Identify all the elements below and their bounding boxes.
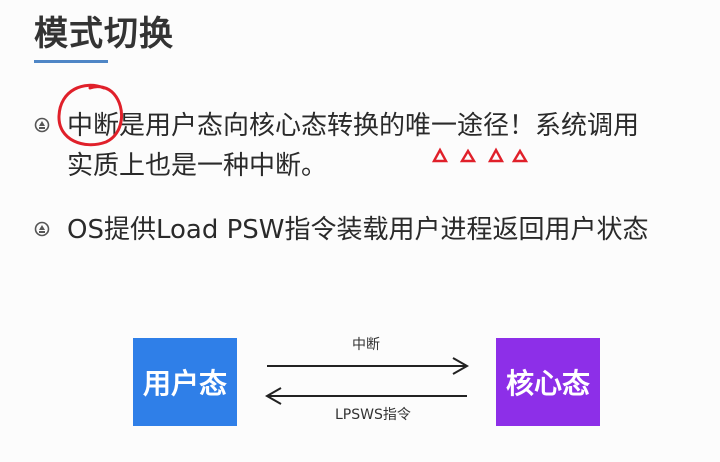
user-mode-box: 用户态 — [133, 338, 237, 426]
lpsw-arrow-label: LPSWS指令 — [335, 407, 411, 423]
red-circle-annotation — [57, 83, 124, 147]
bullet-2-line-1: OS提供Load PSW指令装载用户进程返回用户状态 — [67, 215, 649, 245]
slide-title: 模式切换 — [34, 14, 174, 54]
title-underline — [34, 60, 108, 63]
bullet-1-text: 是用户态向核心态转换的唯一途径！系统调用 — [119, 111, 640, 141]
bullet-1-line-2: 实质上也是一种中断。 — [67, 151, 328, 181]
kernel-mode-box: 核心态 — [496, 338, 600, 426]
bullet-icon — [34, 221, 50, 237]
bullet-1-line-1: 中断是用户态向核心态转换的唯一途径！系统调用 — [67, 104, 639, 148]
mode-switch-arrows — [264, 357, 470, 405]
red-triangle-annotations — [431, 147, 529, 163]
highlight-term: 中断 — [67, 111, 120, 141]
interrupt-arrow-label: 中断 — [352, 337, 380, 353]
bullet-icon — [34, 117, 50, 133]
